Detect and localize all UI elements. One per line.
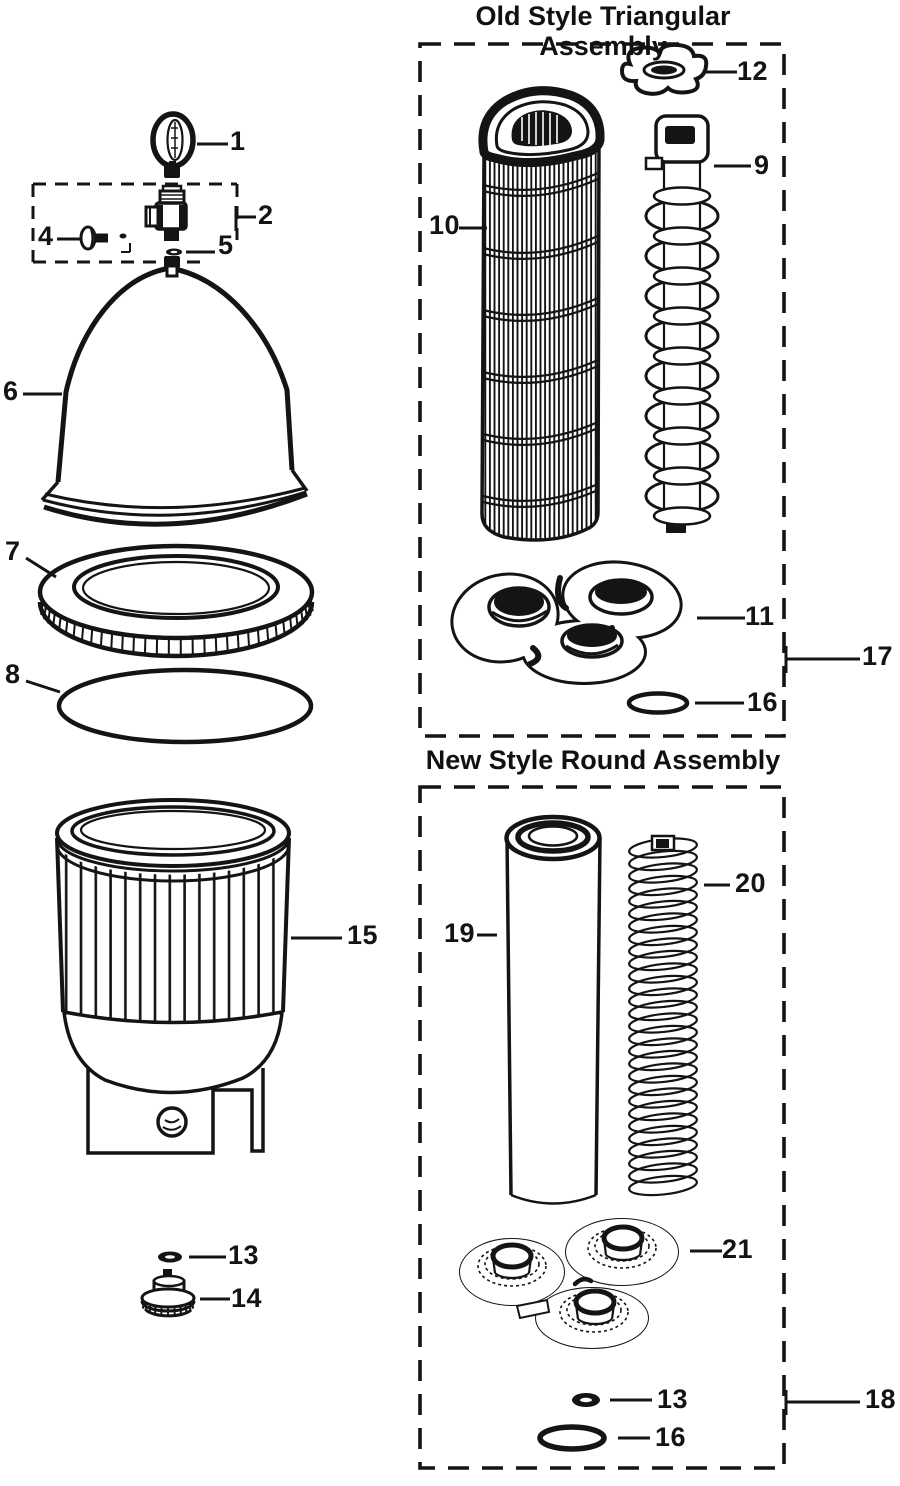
triangular-cartridge-drawing — [478, 86, 605, 542]
part-label-6: 6 — [3, 376, 19, 406]
lock-ring-drawing — [37, 543, 315, 659]
new-core-drawing — [628, 834, 698, 1197]
new-oring-16-drawing — [537, 1424, 607, 1452]
part-label-5: 5 — [218, 230, 234, 260]
old-style-section-title: Old Style Triangular Assembly — [475, 1, 731, 61]
screw-drawing — [79, 225, 131, 253]
part-label-18: 18 — [865, 1384, 897, 1414]
part-label-14: 14 — [231, 1283, 263, 1313]
old-core-drawing — [644, 114, 720, 533]
part-label-9: 9 — [754, 150, 770, 180]
part-label-16-new: 16 — [655, 1422, 687, 1452]
part-label-2: 2 — [258, 200, 274, 230]
cloverleaf-cap-drawing — [619, 42, 709, 96]
part-label-20: 20 — [735, 868, 767, 898]
oring-5-drawing — [166, 248, 182, 256]
old-oring-16-drawing — [626, 691, 690, 715]
oring-13-drawing — [158, 1251, 182, 1263]
part-label-8: 8 — [5, 659, 21, 689]
pressure-gauge-drawing — [150, 111, 196, 178]
dome-lid-drawing — [40, 256, 309, 527]
part-label-4: 4 — [38, 221, 54, 251]
drain-plug-drawing — [140, 1269, 196, 1318]
valve-dashed-box — [31, 182, 239, 264]
tank-body-drawing — [55, 798, 291, 1155]
new-assembly-dashed-box — [418, 785, 786, 1470]
part-label-13: 13 — [228, 1240, 260, 1270]
part-label-15: 15 — [347, 920, 379, 950]
part-label-11: 11 — [745, 601, 775, 631]
old-manifold-drawing — [450, 560, 683, 685]
part-label-21: 21 — [722, 1234, 754, 1264]
lid-gasket-drawing — [56, 667, 314, 745]
part-label-7: 7 — [5, 536, 21, 566]
part-label-12: 12 — [737, 56, 769, 86]
part-label-1: 1 — [230, 126, 246, 156]
round-cartridge-drawing — [504, 814, 602, 1205]
new-oring-13-drawing — [572, 1393, 600, 1407]
new-style-section-title: New Style Round Assembly — [425, 745, 781, 775]
new-manifold-drawing — [459, 1218, 679, 1349]
leader-lines — [23, 70, 860, 1440]
part-label-10: 10 — [429, 210, 461, 240]
part-label-19: 19 — [444, 918, 476, 948]
part-label-16: 16 — [747, 687, 779, 717]
old-assembly-dashed-box — [418, 42, 786, 738]
part-label-13-new: 13 — [657, 1384, 689, 1414]
part-label-17: 17 — [862, 641, 894, 671]
relief-valve-drawing — [144, 184, 188, 241]
